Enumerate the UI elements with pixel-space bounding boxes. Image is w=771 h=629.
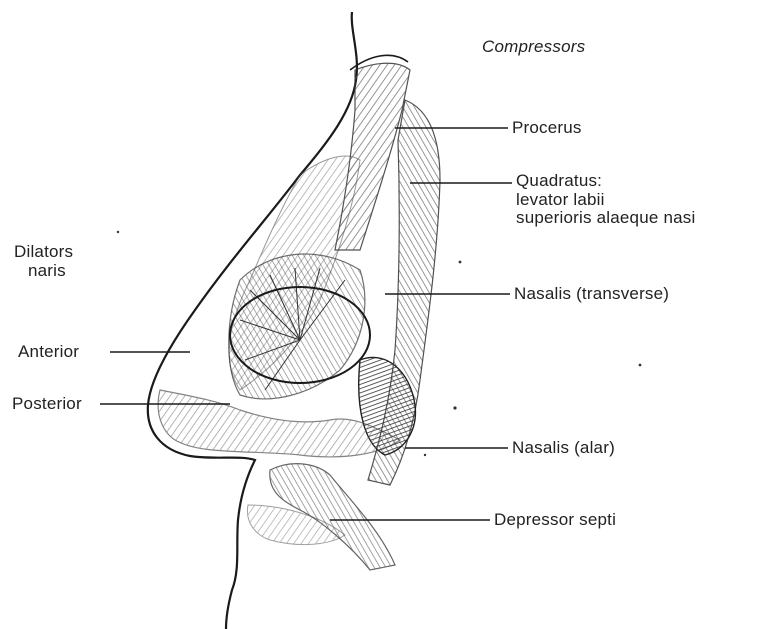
nasalis-transverse-muscle: [229, 254, 365, 399]
label-anterior: Anterior: [18, 343, 79, 362]
label-quadratus-line1: Quadratus:: [516, 172, 695, 191]
compressors-heading: Compressors: [482, 38, 585, 57]
dilators-naris-heading: Dilators naris: [14, 243, 73, 280]
label-quadratus: Quadratus: levator labii superioris alae…: [516, 172, 695, 228]
label-posterior: Posterior: [12, 395, 82, 414]
label-nasalis-transverse: Nasalis (transverse): [514, 285, 669, 304]
label-quadratus-line3: superioris alaeque nasi: [516, 209, 695, 228]
dilators-heading-line2: naris: [14, 262, 73, 281]
label-nasalis-alar: Nasalis (alar): [512, 439, 615, 458]
label-quadratus-line2: levator labii: [516, 191, 695, 210]
label-procerus: Procerus: [512, 119, 582, 138]
label-depressor-septi: Depressor septi: [494, 511, 616, 530]
dilators-heading-line1: Dilators: [14, 243, 73, 262]
